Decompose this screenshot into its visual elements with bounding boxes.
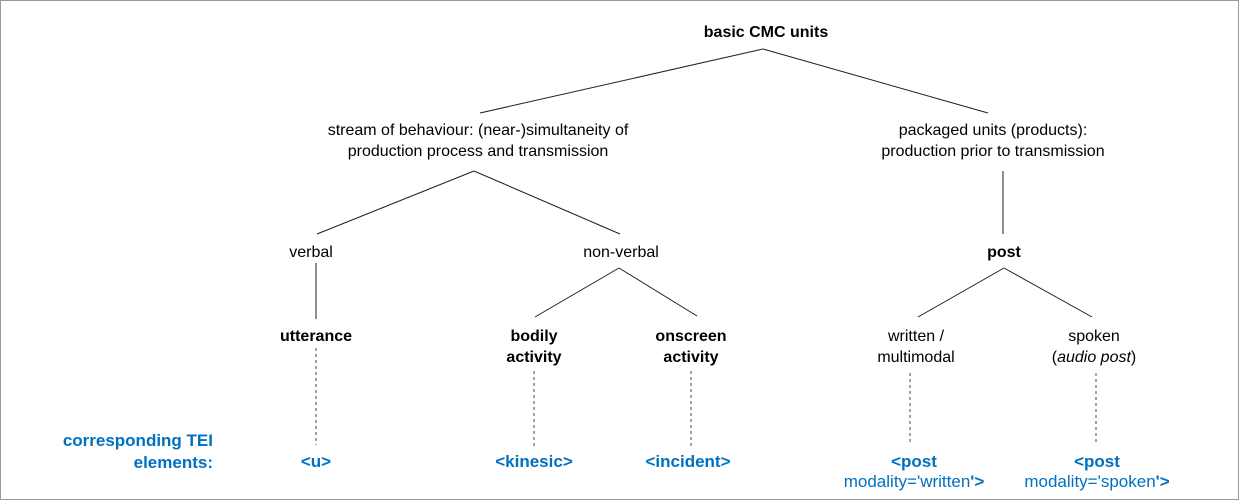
edge-root-to-packaged [762,48,989,114]
node-basic-cmc-units-label: basic CMC units [703,24,829,41]
edge-nonverbal-to-bodily [534,267,620,318]
tei-caption-line2: elements: [133,453,213,472]
edge-root-to-stream [479,48,764,114]
tei-post-spoken-close: '> [1155,472,1170,491]
node-packaged-line2: production prior to transmission [881,143,1105,160]
node-post: post [987,242,1021,263]
node-spoken-line1: spoken [1068,328,1120,345]
node-non-verbal: non-verbal [583,242,659,263]
tei-element-u: <u> [301,452,331,472]
edge-post-to-written [917,267,1005,318]
node-spoken-line2: (audio post) [1052,347,1137,368]
edge-stream-to-nonverbal [473,170,621,235]
node-verbal-label: verbal [289,244,333,261]
node-utterance-label: utterance [279,328,353,345]
tei-element-post-spoken: <post modality='spoken'> [1024,452,1169,492]
node-onscreen-line2: activity [663,349,719,366]
node-stream-of-behaviour: stream of behaviour: (near-)simultaneity… [328,120,629,162]
tei-post-written-close: '> [970,472,985,491]
node-written-line2: multimodal [877,349,955,366]
tei-caption-line1: corresponding TEI [62,431,213,450]
node-onscreen-activity: onscreen activity [655,326,726,368]
spoken-paren-open: ( [1051,349,1058,366]
spoken-paren-close: ) [1130,349,1137,366]
tei-element-incident: <incident> [645,452,730,472]
node-non-verbal-label: non-verbal [583,244,659,261]
node-packaged-line1: packaged units (products): [898,122,1088,139]
tei-post-written-line2: modality='written'> [844,472,985,492]
node-post-label: post [987,244,1021,261]
node-bodily-line2: activity [506,349,562,366]
node-written-multimodal: written / multimodal [877,326,954,368]
tei-kinesic-label: <kinesic> [495,452,573,471]
node-packaged-units: packaged units (products): production pr… [881,120,1104,162]
node-utterance: utterance [280,326,352,347]
node-basic-cmc-units: basic CMC units [704,22,828,43]
tei-u-label: <u> [300,452,332,471]
node-stream-line2: production process and transmission [347,143,609,160]
tei-post-spoken-line1: <post [1074,452,1120,471]
spoken-audio-post-italic: audio post [1057,349,1131,366]
tei-post-spoken-line2: modality='spoken'> [1024,472,1169,492]
node-stream-line1: stream of behaviour: (near-)simultaneity… [327,122,629,139]
node-written-line1: written / [887,328,945,345]
tei-post-written-attr: modality='written [843,472,971,491]
node-bodily-line1: bodily [510,328,558,345]
tei-incident-label: <incident> [645,452,731,471]
edge-nonverbal-to-onscreen [618,267,698,317]
tei-element-post-written: <post modality='written'> [844,452,985,492]
node-spoken-audio-post: spoken (audio post) [1052,326,1137,368]
node-bodily-activity: bodily activity [506,326,561,368]
edge-stream-to-verbal [316,170,475,235]
tei-post-written-line1: <post [891,452,937,471]
node-onscreen-line1: onscreen [655,328,727,345]
edge-post-to-spoken [1003,267,1093,318]
tei-element-kinesic: <kinesic> [495,452,573,472]
tei-post-spoken-attr: modality='spoken [1024,472,1156,491]
tei-elements-caption: corresponding TEI elements: [39,430,213,474]
node-verbal: verbal [289,242,333,263]
